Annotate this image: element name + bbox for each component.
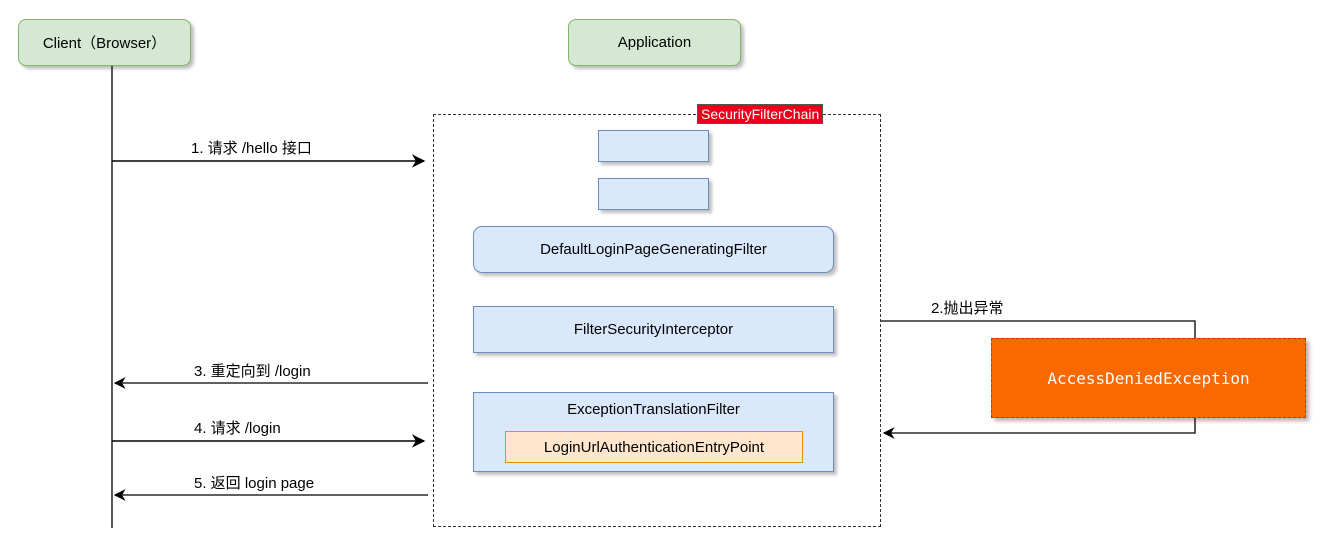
message-redirect-login: 3. 重定向到 /login [194,363,311,380]
application-actor: Application [568,19,741,66]
filter-placeholder-1 [598,130,709,162]
arrow-throw-exception [881,320,1196,338]
message-throw-exception: 2.抛出异常 [931,300,1004,317]
message-request-login: 4. 请求 /login [194,420,281,437]
message-request-hello: 1. 请求 /hello 接口 [191,140,312,157]
default-login-page-generating-filter: DefaultLoginPageGeneratingFilter [473,226,834,273]
exception-translation-filter-label: ExceptionTranslationFilter [567,401,740,418]
message-return-login-page: 5. 返回 login page [194,475,315,492]
security-filter-chain-label: SecurityFilterChain [697,104,824,124]
filter-placeholder-2 [598,178,709,210]
security-filter-chain-container [433,114,881,527]
login-url-authentication-entry-point: LoginUrlAuthenticationEntryPoint [505,431,803,463]
exception-translation-filter: ExceptionTranslationFilter LoginUrlAuthe… [473,392,834,472]
arrow-exception-return [882,418,1196,439]
filter-security-interceptor: FilterSecurityInterceptor [473,306,834,353]
client-browser-actor: Client（Browser） [18,19,191,66]
access-denied-exception: AccessDeniedException [991,338,1306,418]
